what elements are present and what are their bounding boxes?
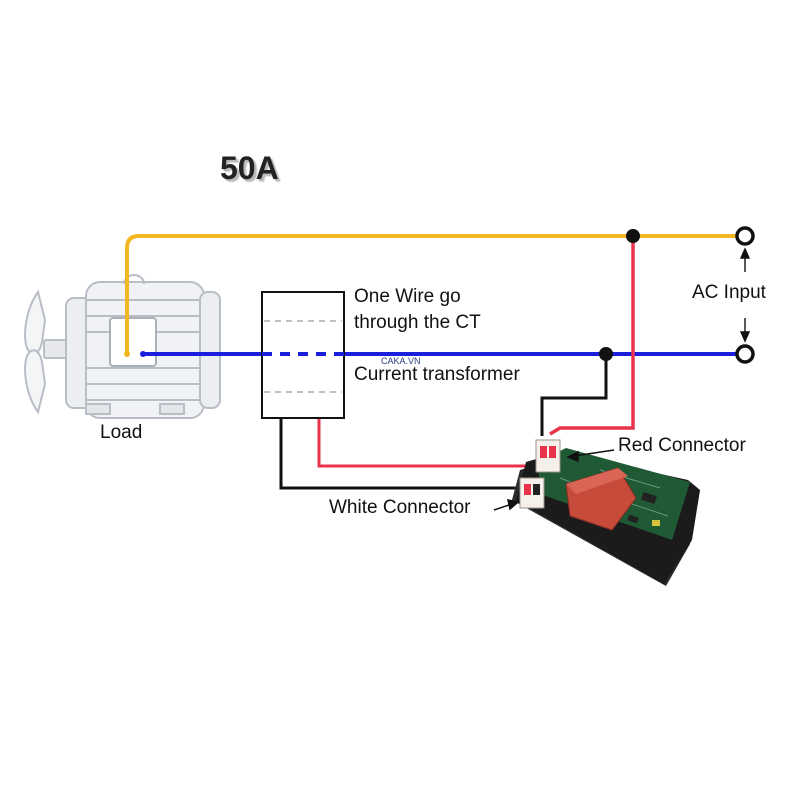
- red-tap-wire: [549, 236, 635, 436]
- motor-load-image: [24, 274, 221, 419]
- ac-terminal-live: [735, 226, 755, 246]
- ct-description-line1: One Wire go: [354, 286, 461, 307]
- red-connector-housing: [535, 439, 561, 473]
- ct-description-line2: through the CT: [354, 312, 481, 333]
- black-tap-wire: [540, 354, 608, 436]
- live-wire-yellow: [125, 234, 742, 354]
- current-transformer-box: [261, 291, 345, 419]
- load-label: Load: [100, 422, 143, 443]
- white-connector-label: White Connector: [329, 497, 471, 518]
- motor-terminal-neutral: [140, 351, 146, 357]
- current-transformer-label: Current transformer: [354, 364, 520, 385]
- white-connector-housing: [519, 477, 545, 509]
- motor-terminal-live: [124, 351, 130, 357]
- ac-terminal-neutral: [735, 344, 755, 364]
- current-rating-title: 50A: [220, 150, 279, 186]
- ac-input-arrows: [739, 247, 751, 343]
- neutral-junction-dot: [599, 347, 613, 361]
- live-junction-dot: [626, 229, 640, 243]
- watermark-text: CAKA.VN: [381, 356, 421, 366]
- ct-red-lead: [317, 418, 530, 481]
- ac-input-label: AC Input: [692, 282, 766, 303]
- ct-black-lead: [279, 418, 518, 490]
- ammeter-module-image: [512, 439, 700, 586]
- connector-pointers: [493, 449, 615, 511]
- red-connector-label: Red Connector: [618, 435, 746, 456]
